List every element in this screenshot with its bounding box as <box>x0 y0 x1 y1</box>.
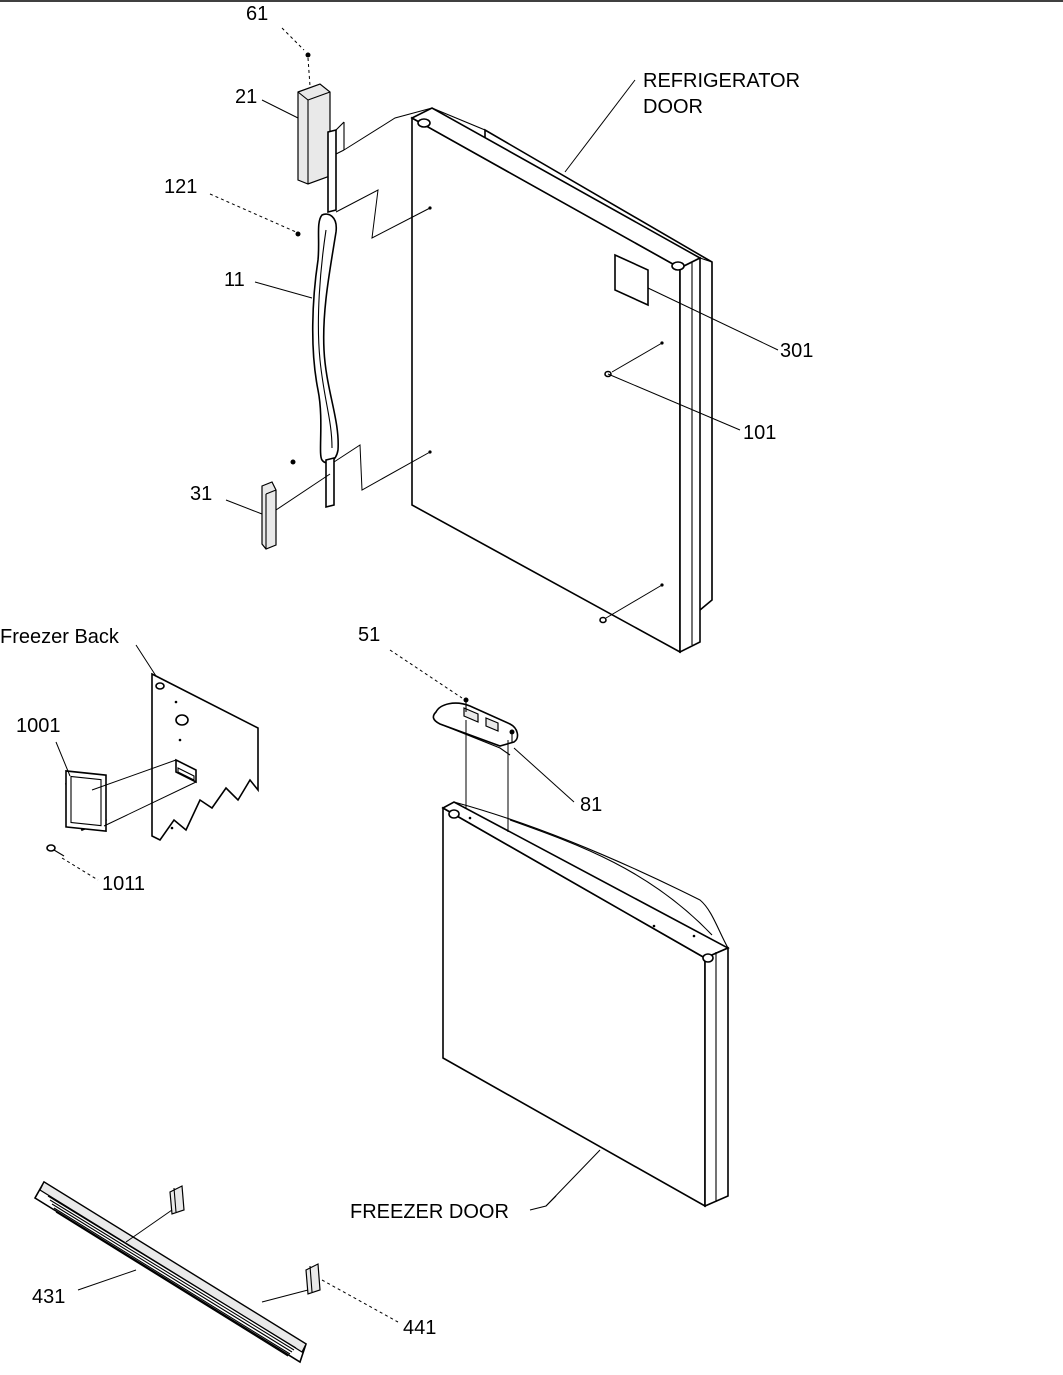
label-freezer-back: Freezer Back <box>0 626 120 648</box>
refrigerator-door <box>410 107 713 654</box>
freezer-door <box>432 697 730 1208</box>
label-61: 61 <box>246 3 268 25</box>
freezer-back-assembly <box>46 672 259 857</box>
label-441: 441 <box>403 1317 436 1339</box>
base-grille <box>33 1180 321 1364</box>
label-21: 21 <box>235 86 257 108</box>
label-121: 121 <box>164 176 197 198</box>
handle-assembly <box>261 52 433 550</box>
label-1011: 1011 <box>102 873 145 895</box>
label-101: 101 <box>743 422 776 444</box>
label-81: 81 <box>580 794 602 816</box>
label-301: 301 <box>780 340 813 362</box>
label-freezer-door: FREEZER DOOR <box>350 1201 509 1223</box>
label-31: 31 <box>190 483 212 505</box>
leader-lines <box>55 27 779 1323</box>
label-refrigerator-door-line2: DOOR <box>643 96 703 118</box>
label-11: 11 <box>224 269 245 291</box>
label-51: 51 <box>358 624 380 646</box>
callout-labels: 61 21 121 11 31 REFRIGERATOR DOOR 301 10… <box>0 3 813 1339</box>
label-refrigerator-door-line1: REFRIGERATOR <box>643 70 800 92</box>
label-431: 431 <box>32 1286 65 1308</box>
label-1001: 1001 <box>16 715 61 737</box>
